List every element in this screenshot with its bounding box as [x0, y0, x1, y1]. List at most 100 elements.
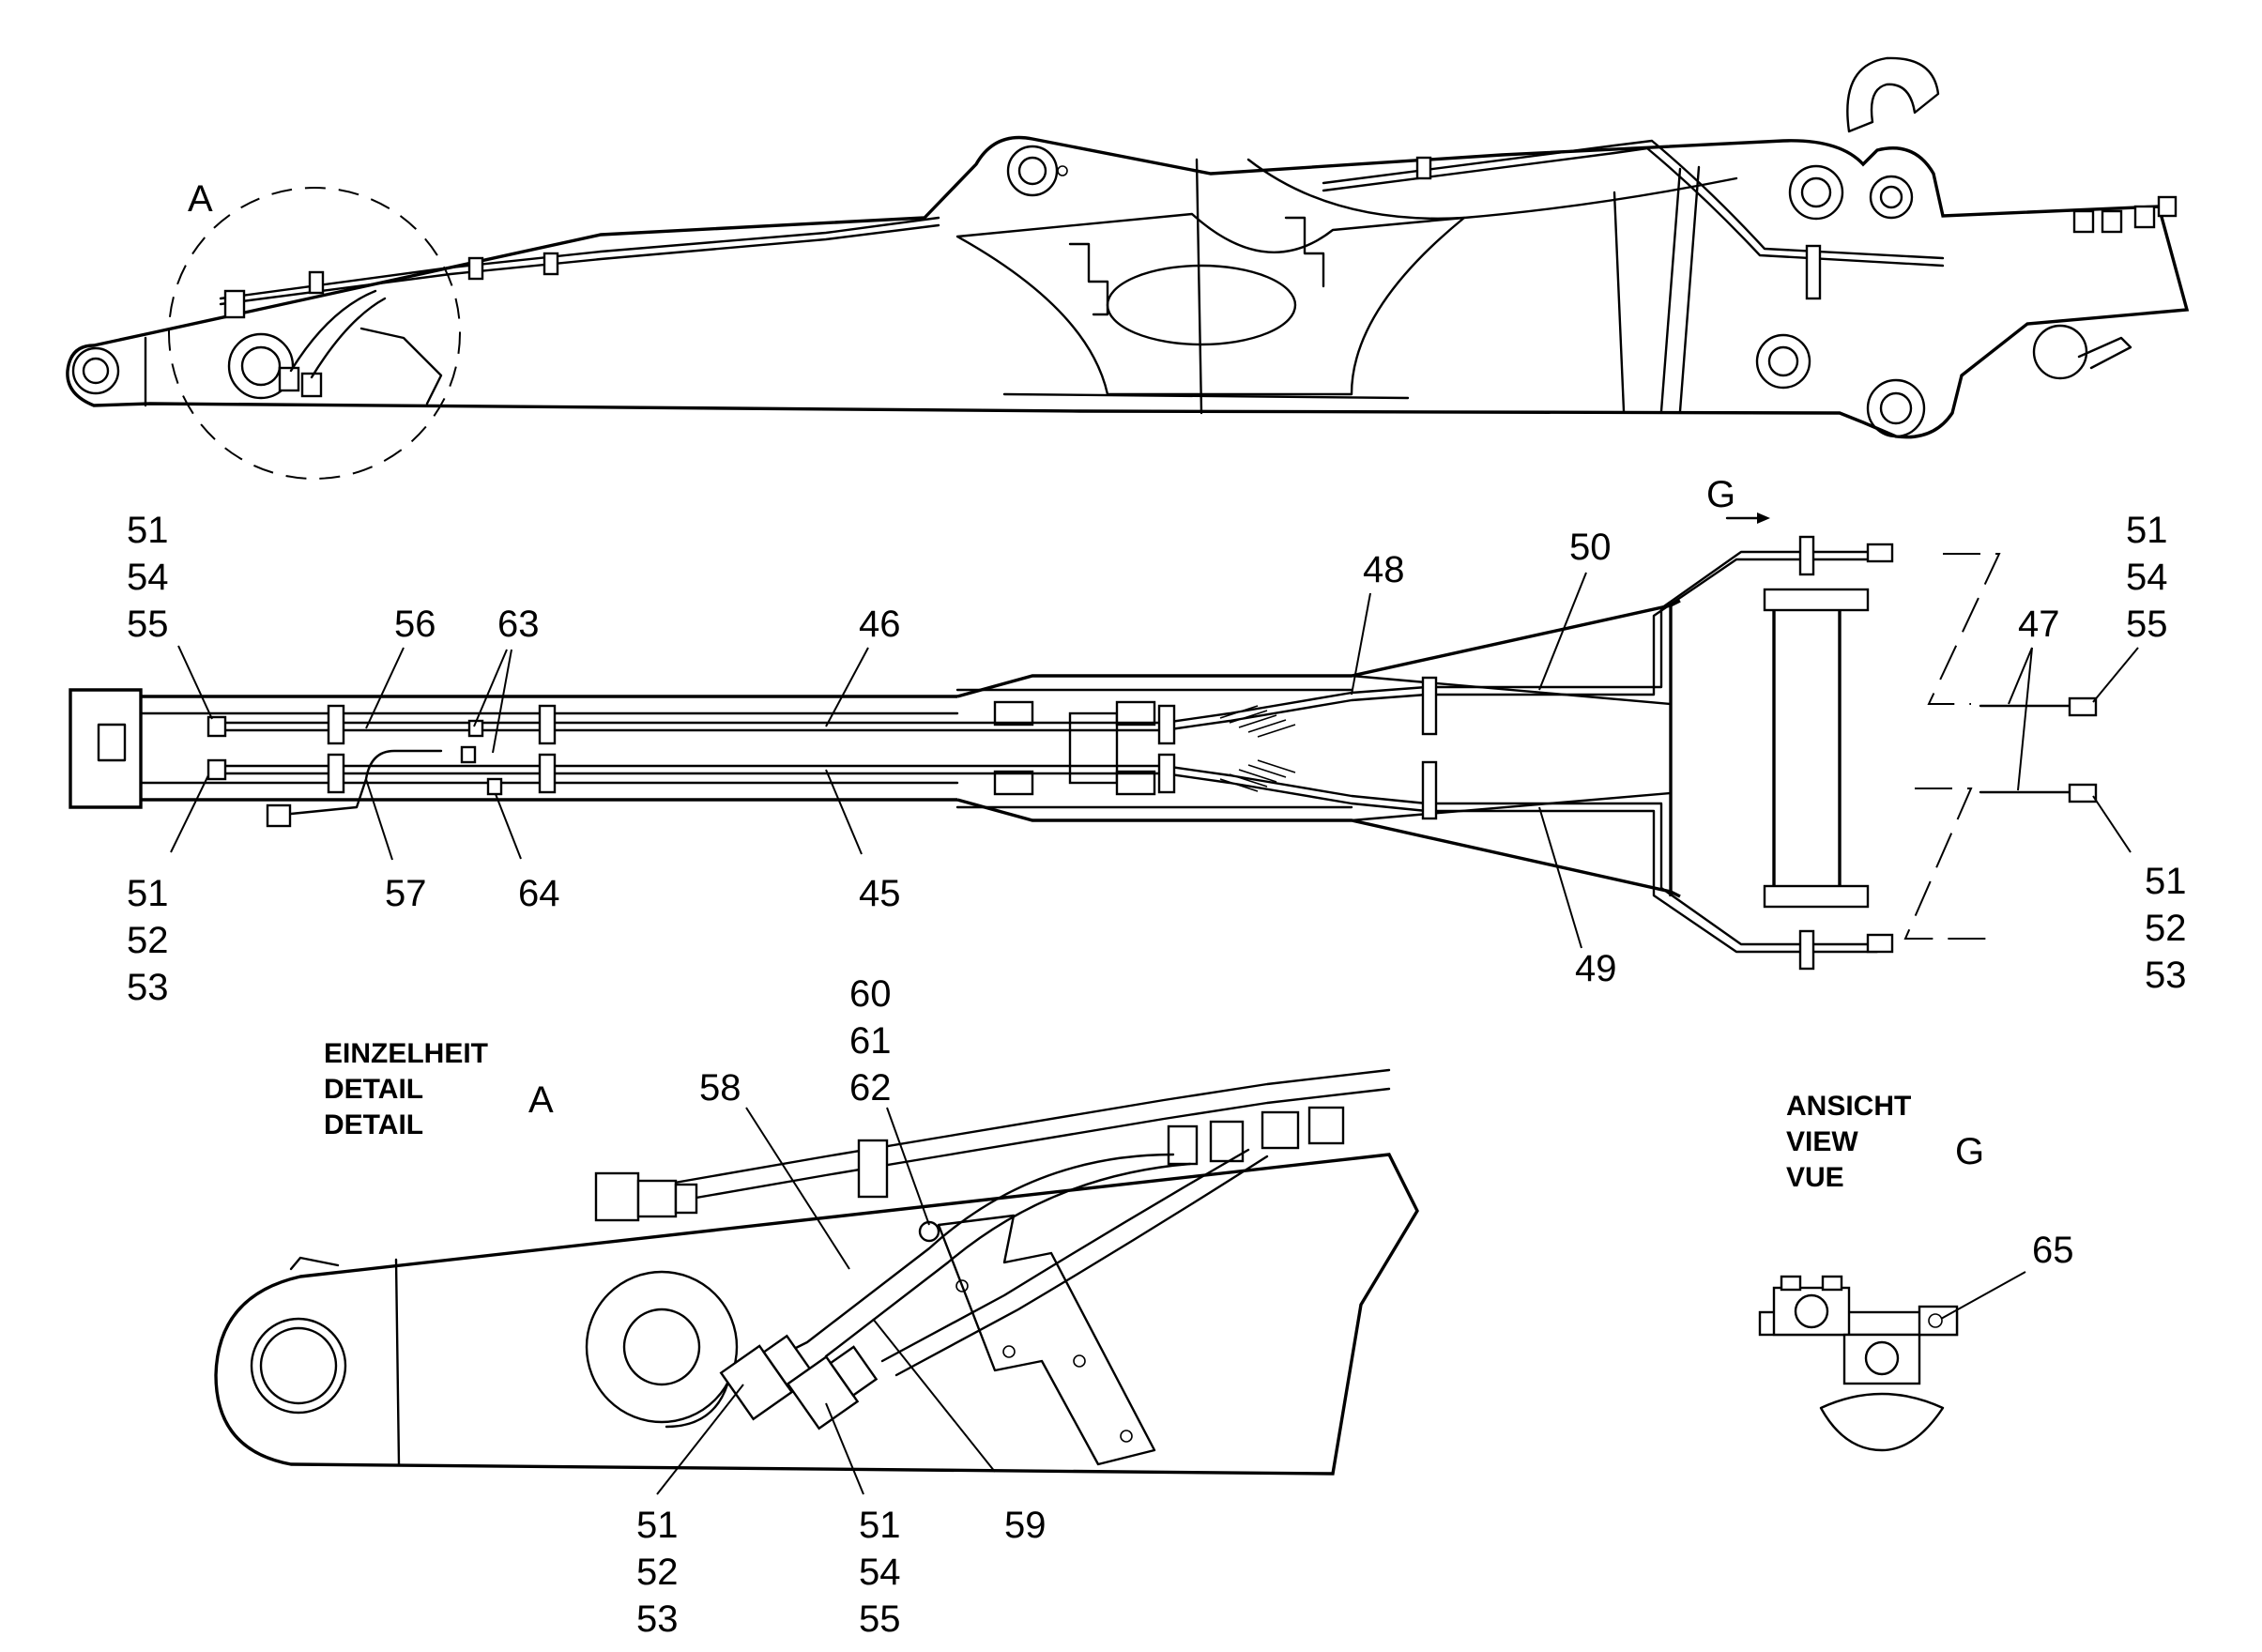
callout-plan-left-top-2: 54	[127, 557, 169, 598]
tip-fitting-1	[2072, 209, 2095, 234]
plan-diag-bottom	[1350, 791, 1673, 822]
view-g-letter: G	[1955, 1131, 1984, 1172]
detail-elbow-fitting-3	[1261, 1110, 1300, 1150]
detail-bracket-hole-4	[1120, 1430, 1133, 1443]
callout-47: 47	[2018, 604, 2060, 645]
leader-65	[1940, 1271, 2026, 1320]
plan-end-fitting-top	[1866, 543, 1894, 563]
detail-a-hose-2	[310, 297, 387, 379]
leader-63b	[492, 649, 512, 754]
foot-pin-outer	[71, 346, 120, 395]
clamp-side-5	[1805, 244, 1822, 300]
leader-64	[495, 793, 522, 860]
foot-pin-inner	[82, 357, 110, 385]
plan-left-fitting-bottom	[206, 758, 227, 781]
view-g-fitting	[1918, 1305, 1959, 1337]
plan-left-fitting-top	[206, 715, 227, 738]
view-caption-line-2: VIEW	[1786, 1126, 1858, 1157]
detail-pin-inner	[259, 1326, 338, 1405]
callout-plan-left-top-3: 55	[127, 604, 169, 645]
callout-detail-bottom-left-1: 51	[636, 1505, 679, 1546]
lightening-hole	[1106, 264, 1297, 346]
plate-seam-1	[1195, 158, 1203, 415]
view-g-clamp-lower-bore	[1864, 1340, 1900, 1376]
detail-a-letter: A	[528, 1079, 554, 1121]
plan-fitting-63b	[460, 745, 477, 764]
callout-plan-right-bottom-3: 53	[2145, 955, 2187, 996]
detail-caption: EINZELHEIT DETAIL DETAIL	[324, 1038, 488, 1140]
callout-plan-left-bottom-1: 51	[127, 873, 169, 914]
detail-pin-outer	[250, 1317, 347, 1415]
plan-cross-cap-2	[993, 770, 1034, 796]
detail-hose-59-a	[880, 1148, 1250, 1363]
arm-seam-2	[1659, 167, 1682, 413]
callout-45: 45	[859, 873, 901, 914]
callout-plan-left-bottom: 51 52 53	[127, 873, 169, 1008]
callout-plan-right-top: 51 54 55	[2126, 510, 2168, 645]
leader-plan-rb	[2092, 795, 2132, 853]
detail-hose-58-b	[824, 1162, 1192, 1358]
callout-plan-right-bottom: 51 52 53	[2145, 861, 2187, 996]
callout-plan-left-top-1: 51	[127, 510, 169, 551]
detail-coupling-left	[594, 1171, 640, 1222]
view-g-arrow-head	[1757, 512, 1770, 524]
leader-plan-lt	[177, 645, 213, 720]
tip-fitting	[2077, 336, 2132, 370]
detail-clamp-block	[857, 1139, 889, 1199]
leader-56	[365, 647, 405, 729]
callout-detail-bottom-right-1: 51	[859, 1505, 901, 1546]
plan-cross-cap-1	[993, 700, 1034, 727]
callout-plan-right-top-2: 54	[2126, 557, 2168, 598]
leader-detail-bl	[656, 1384, 744, 1495]
hose-line-arm-b	[1322, 146, 1945, 268]
callout-detail-bottom-left-3: 53	[636, 1598, 679, 1640]
detail-elbow-fitting-1	[1167, 1124, 1199, 1166]
detail-a-hose-1	[289, 289, 377, 373]
detail-bracket	[937, 1214, 1156, 1466]
plan-clamp-5	[538, 753, 557, 794]
plan-hose-sleeve-lower	[1219, 759, 1296, 792]
detail-bracket-hole-1	[955, 1279, 969, 1293]
detail-caption-line-2: DETAIL	[324, 1074, 423, 1105]
detail-fitting-right	[786, 1345, 879, 1430]
callout-64: 64	[518, 873, 560, 914]
callout-plan-left-bottom-3: 53	[127, 967, 169, 1008]
boom-side-view: A	[66, 56, 2190, 480]
plan-head-plate-bottom	[1763, 884, 1870, 909]
bracket-side-2	[1284, 216, 1325, 288]
detail-fitting-right-nut	[829, 1345, 879, 1398]
plan-clamp-2	[538, 704, 557, 745]
arm-curve	[1246, 158, 1738, 220]
head-pin-4-inner	[1879, 391, 1913, 425]
detail-coupling-left-ring	[674, 1183, 698, 1215]
plan-clamp-3	[1157, 704, 1176, 745]
cylinder-pin-inner	[1017, 156, 1047, 186]
callout-plan-right-top-3: 55	[2126, 604, 2168, 645]
plan-line-57	[280, 749, 443, 817]
leader-detail-br	[825, 1402, 864, 1495]
plan-break-upper	[1927, 553, 2001, 705]
detail-seam	[394, 1258, 401, 1466]
detail-arm-outline	[214, 1153, 1419, 1476]
plan-cross-cap-3	[1115, 700, 1156, 727]
detail-bracket-bolt	[918, 1220, 940, 1243]
clamp-side-3	[543, 252, 559, 276]
tip-fitting-4	[2157, 195, 2178, 218]
boom-plan-view: G 51 54 55 51 52 53 56 63 46	[69, 474, 2187, 1008]
plan-break-lower	[1903, 788, 1999, 940]
arm-seam-1	[1612, 191, 1626, 413]
leader-48	[1351, 592, 1371, 696]
tip-pin-outer	[2032, 324, 2088, 380]
detail-a-fitting-2	[278, 366, 300, 392]
callout-57: 57	[385, 873, 427, 914]
plan-line-lower-b	[209, 772, 1879, 954]
view-caption: ANSICHT VIEW VUE	[1786, 1091, 1911, 1193]
plan-fitting-64	[486, 777, 503, 796]
view-g: ANSICHT VIEW VUE G 65	[1758, 1091, 2074, 1452]
callout-48: 48	[1363, 549, 1405, 590]
detail-a-boundary	[168, 187, 461, 480]
detail-a-view: EINZELHEIT DETAIL DETAIL A	[214, 973, 1419, 1640]
lifting-hook	[1846, 56, 1940, 133]
callout-plan-right-top-1: 51	[2126, 510, 2168, 551]
